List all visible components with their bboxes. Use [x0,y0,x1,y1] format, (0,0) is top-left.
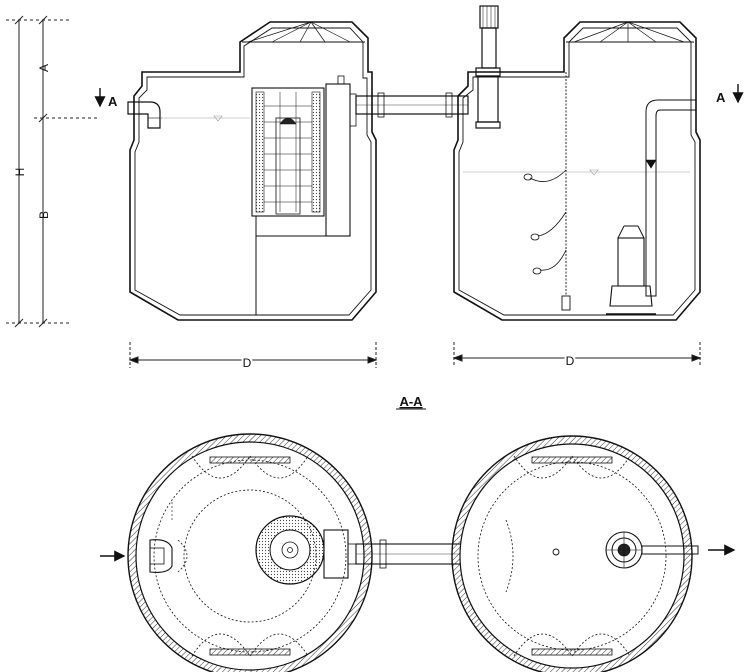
section-mark-left-label: A [108,94,118,109]
section-mark-right-label: A [716,90,726,105]
dim-d-left-label: D [243,356,252,370]
section-mark-left: A [94,88,118,109]
left-tank-elevation [127,21,377,321]
vent-pipe [475,5,501,129]
horizontal-dimensions [128,342,702,368]
flow-arrows [100,544,736,562]
section-mark-right: A [716,84,744,105]
right-tank-plan [451,435,699,672]
dim-b-label: B [37,211,51,219]
dim-h-label: H [13,168,27,177]
right-tank-elevation [453,21,701,321]
vertical-dimensions [6,15,100,328]
section-title: A-A [399,394,423,409]
dim-d-right-label: D [566,354,575,368]
left-tank-plan [127,433,373,672]
connecting-pipe [355,92,469,118]
dim-a-label: A [37,64,51,72]
